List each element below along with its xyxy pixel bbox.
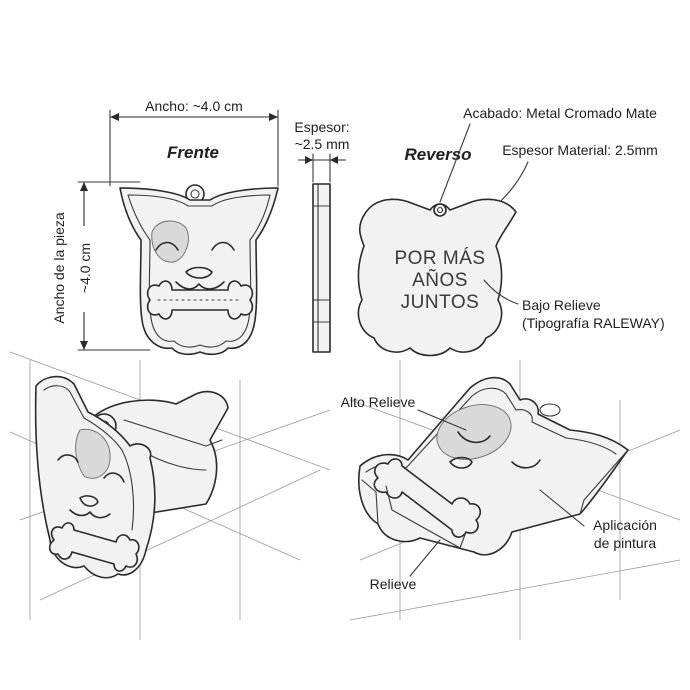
- finish-leader: [439, 123, 471, 203]
- low-relief-leader: [483, 279, 519, 305]
- paint-label-line2: de pintura: [594, 535, 656, 551]
- front-dog-tag: [119, 184, 279, 356]
- relief-leader: [409, 539, 441, 577]
- arrow-up-icon: [80, 182, 88, 191]
- iso-right-eye-right: [511, 459, 541, 469]
- high-relief-leader: [417, 409, 467, 431]
- front-title: Frente: [167, 143, 219, 162]
- mouth: [175, 281, 225, 290]
- iso-right-eye-left: [457, 431, 491, 444]
- iso-right-bone: [373, 458, 482, 538]
- side-view: Espesor: ~2.5 mm: [294, 119, 350, 353]
- back-view: Reverso Acabado: Metal Cromado Mate Espe…: [357, 105, 665, 357]
- width-label: Ancho: ~4.0 cm: [145, 98, 243, 114]
- side-profile: [312, 183, 331, 353]
- height-value-label: ~4.0 cm: [77, 243, 93, 293]
- iso-left-eye: [57, 454, 79, 463]
- iso-left-bone: [48, 522, 140, 572]
- iso-right-eye-patch: [436, 404, 512, 460]
- relief-label: Relieve: [370, 576, 417, 592]
- engraving-line1: POR MÁS: [394, 248, 485, 269]
- thickness-label-line1: Espesor:: [294, 119, 349, 135]
- paint-leader: [539, 489, 585, 527]
- iso-right-ring: [539, 403, 561, 417]
- arrow-left-icon: [330, 156, 338, 164]
- material-thickness-label: Espesor Material: 2.5mm: [502, 142, 658, 158]
- left-eye: [155, 241, 179, 251]
- right-eye: [211, 241, 235, 251]
- height-side-label: Ancho de la pieza: [51, 212, 67, 324]
- arrow-right-icon: [305, 156, 313, 164]
- eye-patch: [151, 220, 189, 263]
- thickness-label-line2: ~2.5 mm: [295, 136, 350, 152]
- finish-label: Acabado: Metal Cromado Mate: [463, 105, 657, 121]
- iso-right-eye: [103, 472, 125, 483]
- iso-view-right: [358, 376, 629, 556]
- arrow-right-icon: [269, 113, 278, 121]
- iso-left-mouth: [69, 509, 111, 519]
- engraving-line2: AÑOS: [412, 269, 468, 291]
- back-title: Reverso: [404, 145, 471, 164]
- arrow-left-icon: [110, 113, 119, 121]
- back-hole: [433, 203, 447, 217]
- iso-callouts: Alto Relieve Aplicación de pintura Relie…: [341, 394, 657, 592]
- high-relief-label: Alto Relieve: [341, 394, 416, 410]
- iso-view-left: [34, 375, 229, 579]
- iso-right-nose: [449, 456, 473, 469]
- front-view: Ancho: ~4.0 cm Frente Ancho de la pieza …: [51, 98, 279, 356]
- low-relief-line2: (Tipografía RALEWAY): [522, 315, 665, 331]
- nose: [185, 266, 213, 279]
- iso-left-eye-patch: [75, 428, 111, 479]
- tag-outline: [119, 187, 279, 356]
- iso-left-nose: [79, 495, 99, 507]
- engraving-line3: JUNTOS: [401, 292, 480, 313]
- arrow-down-icon: [80, 341, 88, 350]
- low-relief-line1: Bajo Relieve: [522, 297, 601, 313]
- paint-label-line1: Aplicación: [593, 517, 657, 533]
- material-leader: [497, 161, 529, 205]
